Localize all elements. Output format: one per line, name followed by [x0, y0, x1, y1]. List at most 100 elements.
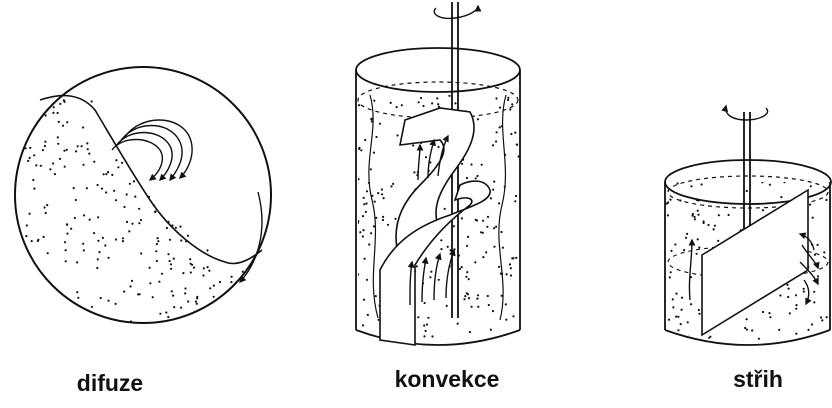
powder-particle [93, 161, 95, 163]
powder-particle [206, 249, 208, 251]
powder-particle [83, 249, 85, 251]
powder-particle [14, 124, 16, 126]
powder-particle [698, 313, 700, 315]
powder-particle [86, 142, 88, 144]
powder-particle [708, 337, 710, 339]
powder-particle [122, 240, 124, 242]
powder-particle [48, 306, 50, 308]
powder-particle [486, 226, 488, 228]
powder-particle [474, 261, 476, 263]
powder-particle [707, 224, 709, 226]
powder-particle [155, 250, 157, 252]
powder-particle [170, 268, 172, 270]
powder-particle [26, 224, 28, 226]
powder-particle [33, 154, 35, 156]
powder-particle [359, 231, 361, 233]
powder-particle [187, 300, 189, 302]
powder-particle [459, 268, 461, 270]
powder-particle [89, 219, 91, 221]
powder-particle [362, 229, 364, 231]
powder-particle [111, 174, 113, 176]
powder-particle [357, 273, 359, 275]
powder-particle [487, 216, 489, 218]
powder-particle [52, 112, 54, 114]
powder-particle [495, 140, 497, 142]
powder-particle [778, 329, 780, 331]
powder-particle [477, 306, 479, 308]
powder-particle [225, 321, 227, 323]
powder-particle [242, 303, 244, 305]
powder-particle [182, 272, 184, 274]
powder-particle [509, 263, 511, 265]
powder-particle [104, 244, 106, 246]
powder-particle [107, 171, 109, 173]
powder-particle [40, 165, 42, 167]
powder-particle [364, 139, 366, 141]
powder-particle [190, 263, 192, 265]
powder-particle [213, 296, 215, 298]
powder-particle [161, 273, 163, 275]
powder-particle [690, 185, 692, 187]
powder-particle [115, 159, 117, 161]
powder-particle [52, 162, 54, 164]
powder-particle [667, 214, 669, 216]
powder-particle [77, 297, 79, 299]
powder-particle [829, 340, 831, 342]
powder-particle [509, 108, 511, 110]
powder-particle [746, 329, 748, 331]
powder-particle [377, 192, 379, 194]
powder-particle [694, 216, 696, 218]
powder-particle [46, 204, 48, 206]
powder-particle [66, 223, 68, 225]
powder-particle [375, 136, 377, 138]
powder-particle [817, 275, 819, 277]
powder-particle [367, 314, 369, 316]
powder-particle [512, 257, 514, 259]
powder-particle [33, 188, 35, 190]
powder-particle [383, 197, 385, 199]
powder-particle [390, 185, 392, 187]
powder-particle [44, 145, 46, 147]
powder-particle [57, 136, 59, 138]
powder-particle [674, 243, 676, 245]
powder-particle [713, 228, 715, 230]
powder-particle [825, 199, 827, 201]
powder-particle [475, 177, 477, 179]
powder-particle [47, 252, 49, 254]
powder-particle [253, 318, 255, 320]
powder-particle [464, 295, 466, 297]
powder-particle [31, 240, 33, 242]
powder-particle [417, 316, 419, 318]
powder-particle [357, 178, 359, 180]
powder-particle [505, 319, 507, 321]
powder-particle [31, 112, 33, 114]
powder-particle [803, 288, 805, 290]
powder-particle [762, 311, 764, 313]
powder-particle [470, 163, 472, 165]
vessel-top-rim [356, 48, 520, 92]
powder-particle [515, 257, 517, 259]
powder-particle [29, 147, 31, 149]
powder-particle [140, 219, 142, 221]
powder-particle [751, 329, 753, 331]
powder-particle [204, 317, 206, 319]
powder-particle [373, 152, 375, 154]
powder-particle [387, 224, 389, 226]
powder-particle [789, 312, 791, 314]
powder-particle [358, 104, 360, 106]
powder-particle [73, 306, 75, 308]
powder-boundary-right [499, 95, 506, 320]
powder-particle [220, 305, 222, 307]
powder-particle [216, 318, 218, 320]
powder-particle [230, 281, 232, 283]
powder-particle [813, 291, 815, 293]
powder-particle [381, 193, 383, 195]
powder-particle [665, 336, 667, 338]
powder-particle [87, 148, 89, 150]
powder-particle [769, 316, 771, 318]
powder-particle [461, 163, 463, 165]
powder-particle [795, 308, 797, 310]
powder-particle [382, 216, 384, 218]
powder-particle [692, 215, 694, 217]
powder-particle [195, 301, 197, 303]
